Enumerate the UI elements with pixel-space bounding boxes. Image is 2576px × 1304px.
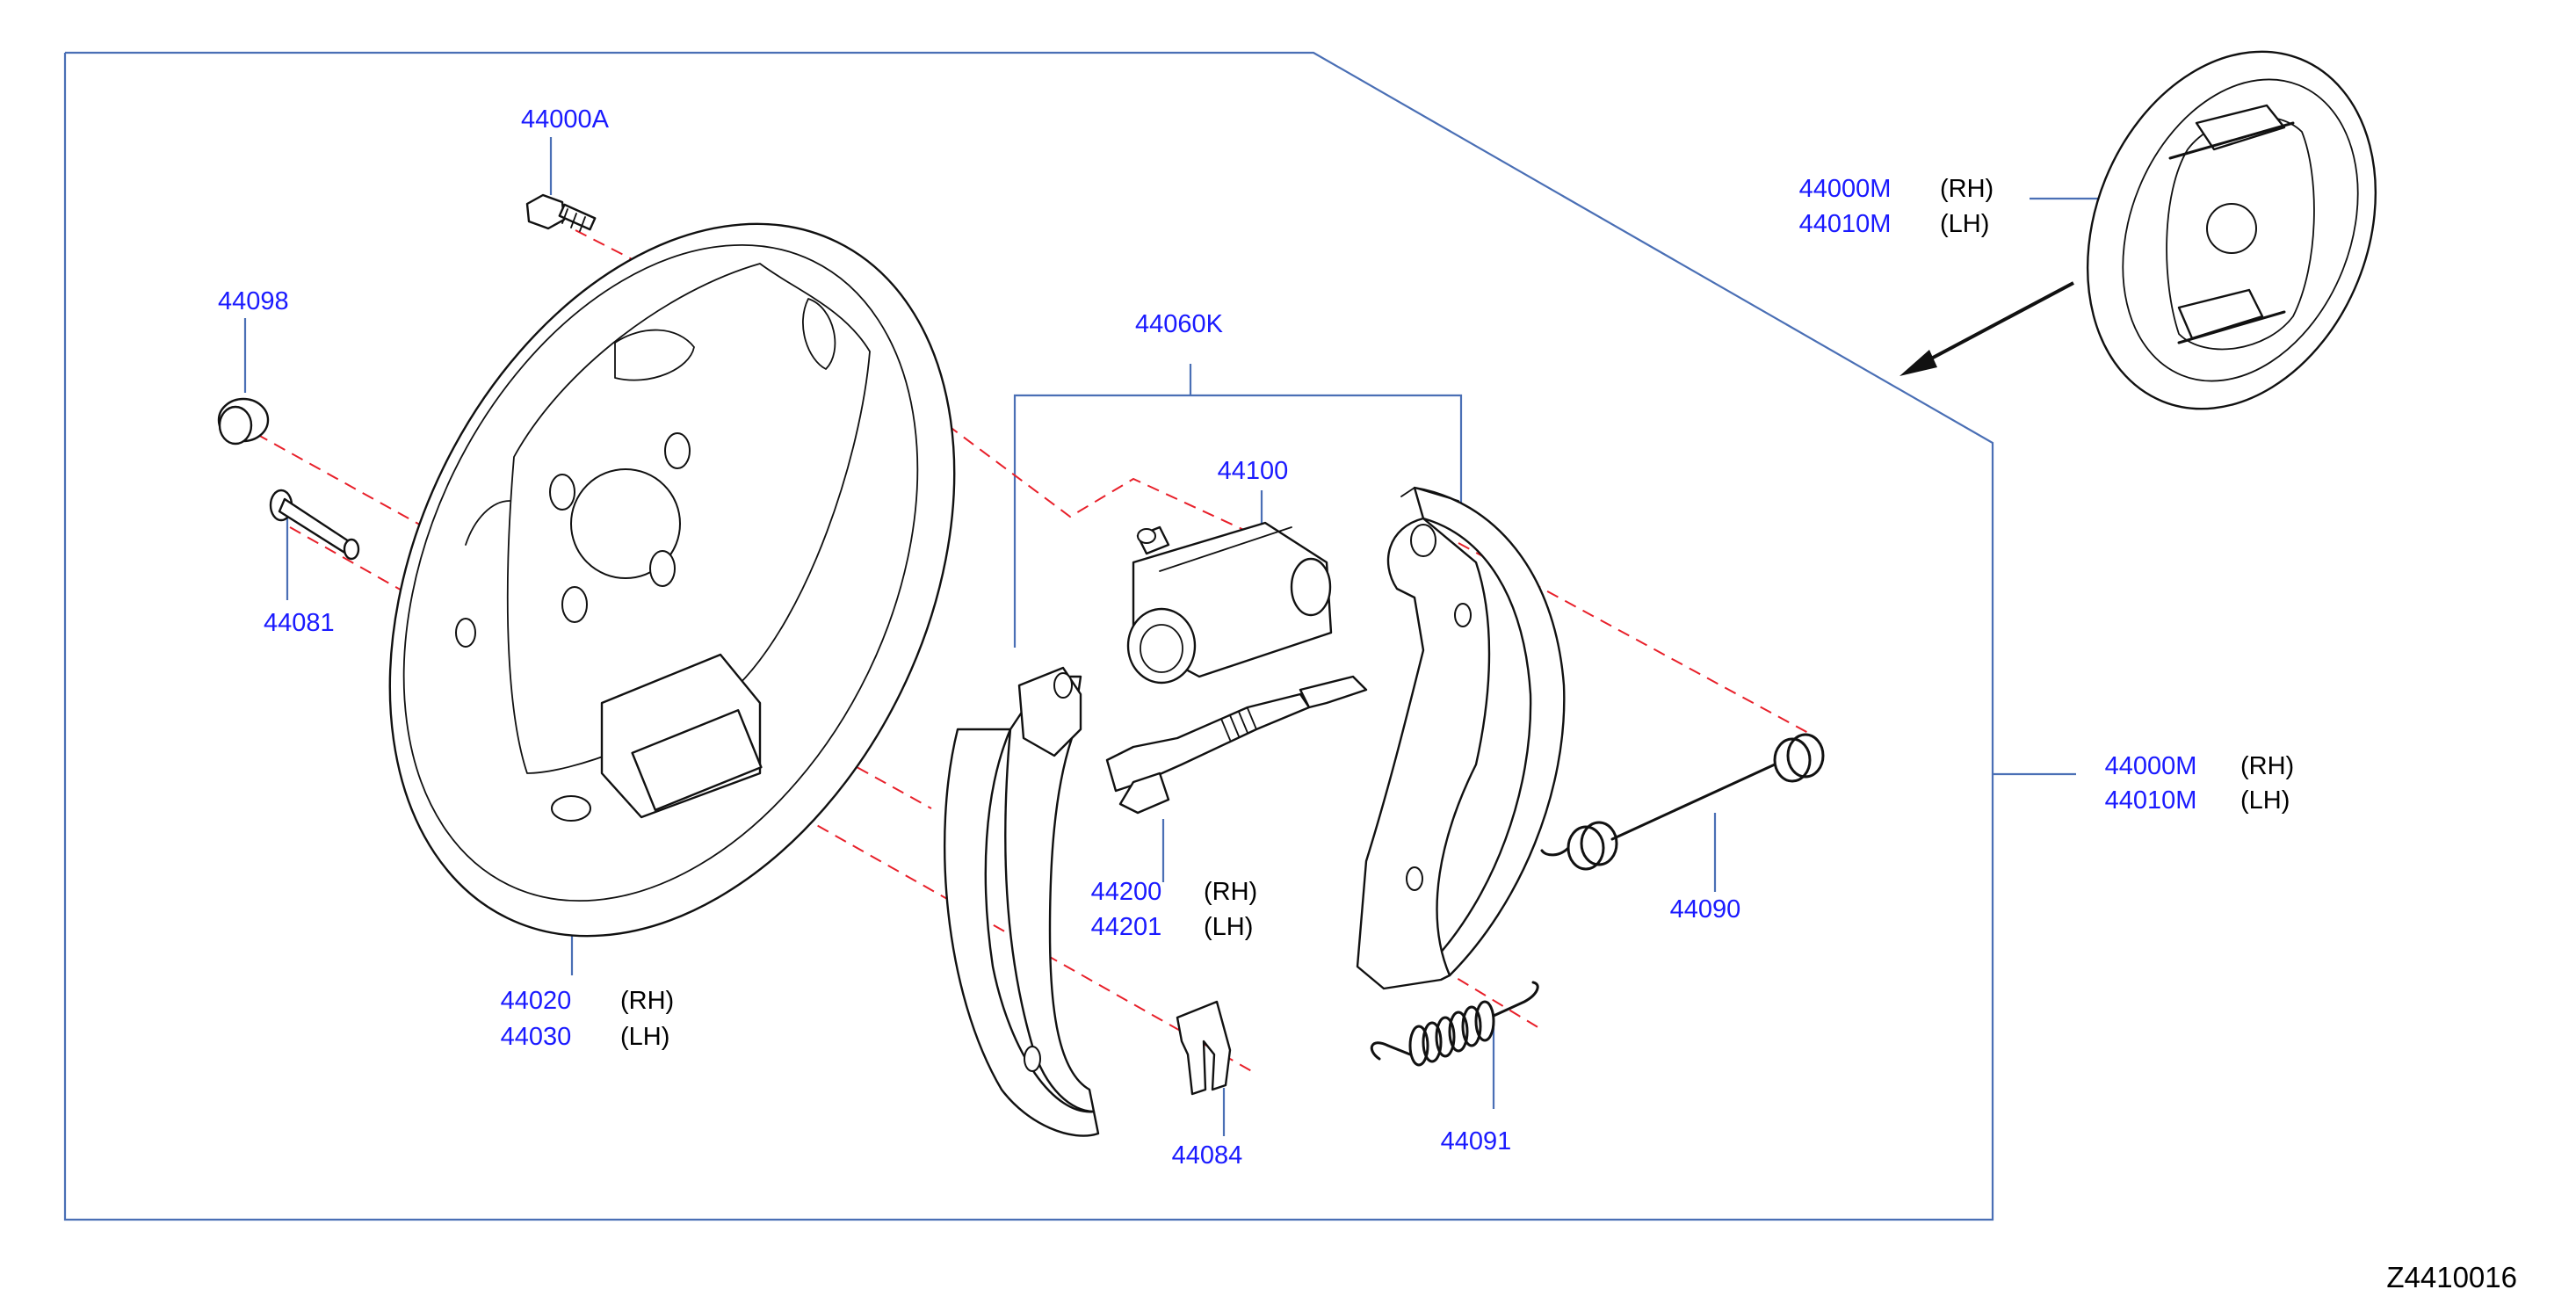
label-pin: 44081 (264, 609, 335, 637)
label-back-plate-rh-side: (RH) (620, 987, 674, 1015)
label-assembly-top-lh-side: (LH) (1940, 210, 1989, 238)
label-assembly-right-lh: 44010M (2105, 786, 2197, 815)
retainer-clip (1176, 1000, 1232, 1096)
label-back-plate-lh: 44030 (501, 1023, 572, 1051)
label-plug: 44098 (218, 287, 289, 315)
leader-lines (243, 137, 2100, 1136)
label-shoe-set: 44060K (1135, 310, 1224, 338)
label-adjuster-lh-side: (LH) (1204, 913, 1253, 941)
label-wheel-cylinder: 44100 (1218, 457, 1289, 485)
label-assembly-right-lh-side: (LH) (2240, 786, 2290, 815)
label-back-plate-rh: 44020 (501, 987, 572, 1015)
label-adjuster-rh-side: (RH) (1204, 878, 1257, 906)
plug (217, 397, 270, 446)
label-back-plate-lh-side: (LH) (620, 1023, 669, 1051)
brake-shoe-left (943, 666, 1100, 1137)
figure-code: Z4410016 (2386, 1261, 2517, 1293)
assembly-arrow (1899, 281, 2074, 376)
label-assembly-top-rh: 44000M (1799, 175, 1892, 203)
label-bolt: 44000A (521, 105, 610, 134)
label-assembly-top-lh: 44010M (1799, 210, 1892, 238)
label-lower-spring: 44091 (1441, 1127, 1512, 1155)
label-assembly-right-rh-side: (RH) (2240, 752, 2294, 780)
bolt (525, 193, 597, 232)
adjuster (1105, 675, 1368, 815)
label-adjuster-lh: 44201 (1091, 913, 1162, 941)
brake-shoe-right (1356, 486, 1566, 990)
part-labels: 44000A 44098 44081 44020 (RH) 44030 (LH)… (218, 105, 2517, 1293)
label-adjuster-rh: 44200 (1091, 878, 1162, 906)
label-upper-spring: 44090 (1670, 895, 1741, 924)
diagram-frame (63, 51, 1994, 1221)
label-assembly-right-rh: 44000M (2105, 752, 2197, 780)
assembly-inset (2086, 50, 2377, 410)
upper-spring (1540, 733, 1825, 871)
label-retainer: 44084 (1172, 1141, 1243, 1170)
pin (269, 489, 360, 561)
brake-back-plate (388, 222, 956, 938)
label-assembly-top-rh-side: (RH) (1940, 175, 1994, 203)
lower-spring (1370, 981, 1539, 1067)
wheel-cylinder (1126, 521, 1333, 685)
